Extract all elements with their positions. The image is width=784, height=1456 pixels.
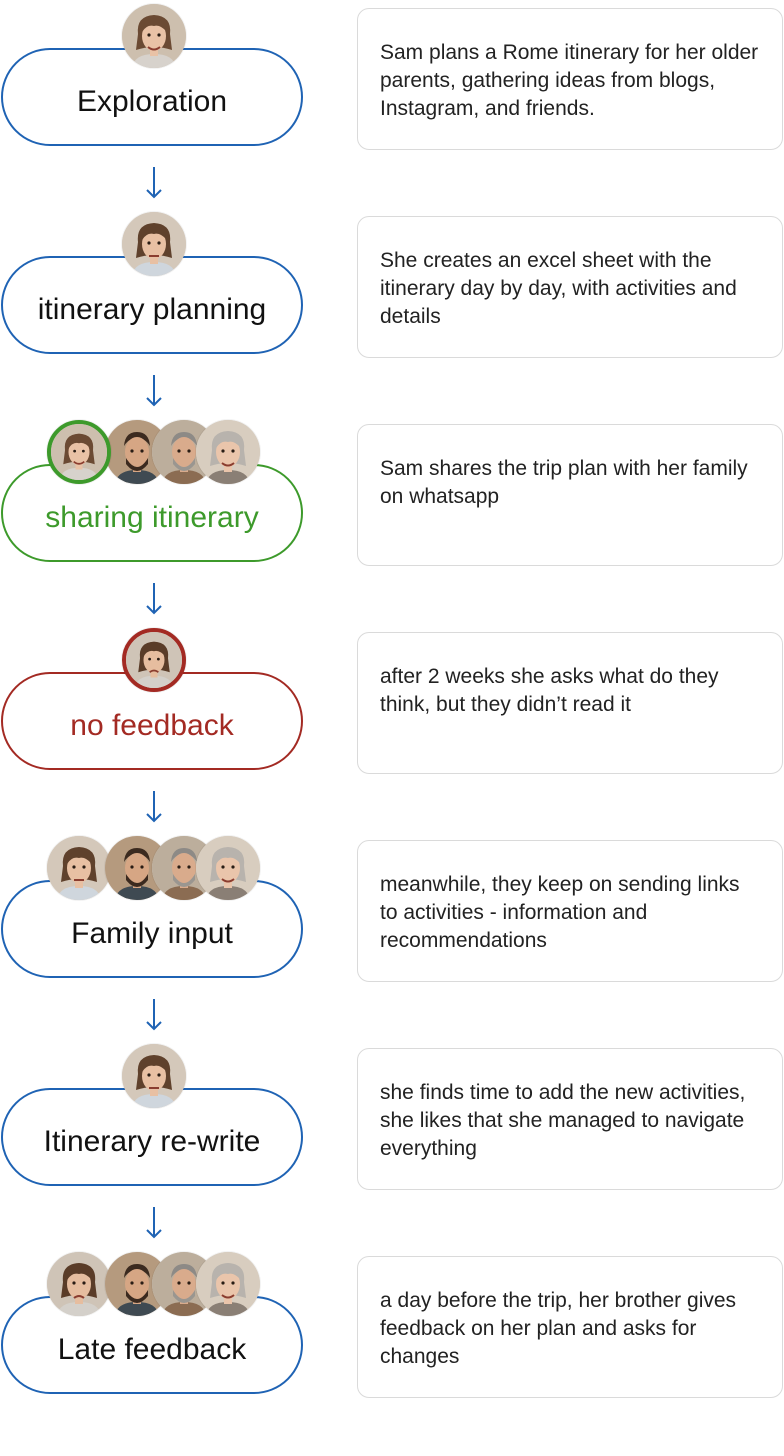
step-label: sharing itinerary <box>45 501 259 534</box>
journey-step: Exploration Sam plans a Rome itinerary f… <box>0 4 784 208</box>
avatar-group <box>0 628 310 698</box>
step-pill: Late feedback <box>1 1296 303 1394</box>
step-description: meanwhile, they keep on sending links to… <box>380 873 740 952</box>
step-pill: sharing itinerary <box>1 464 303 562</box>
avatar-group <box>0 212 310 282</box>
step-label: Exploration <box>76 85 228 118</box>
arrow-down-icon <box>145 166 163 200</box>
step-description: after 2 weeks she asks what do they thin… <box>380 665 719 716</box>
step-label: Family input <box>71 917 233 950</box>
avatar-sam-upset <box>47 1252 111 1316</box>
step-pill: Family input <box>1 880 303 978</box>
step-description: She creates an excel sheet with the itin… <box>380 249 737 328</box>
avatar-mother <box>196 420 260 484</box>
arrow-down-icon <box>145 374 163 408</box>
arrow-down-icon <box>145 998 163 1032</box>
arrow-down-icon <box>145 582 163 616</box>
step-description-card: she finds time to add the new activities… <box>357 1048 783 1190</box>
step-label: Itinerary re-write <box>43 1125 261 1158</box>
journey-step: sharing itinerary <box>0 420 784 624</box>
avatar-sam-happy <box>122 4 186 68</box>
step-label: itinerary planning <box>37 293 267 326</box>
step-description-card: Sam shares the trip plan with her family… <box>357 424 783 566</box>
step-description-card: a day before the trip, her brother gives… <box>357 1256 783 1398</box>
step-description: a day before the trip, her brother gives… <box>380 1289 737 1368</box>
avatar-group <box>0 836 310 906</box>
journey-step: no feedback after 2 weeks she asks what … <box>0 628 784 832</box>
step-description: she finds time to add the new activities… <box>380 1081 746 1160</box>
avatar-sam-calm <box>47 836 111 900</box>
step-description: Sam plans a Rome itinerary for her older… <box>380 41 759 120</box>
step-description-card: She creates an excel sheet with the itin… <box>357 216 783 358</box>
avatar-sam-calm <box>122 1044 186 1108</box>
arrow-down-icon <box>145 1206 163 1240</box>
journey-step: itinerary planning She creates an excel … <box>0 212 784 416</box>
journey-step: Family input <box>0 836 784 1040</box>
step-description-card: after 2 weeks she asks what do they thin… <box>357 632 783 774</box>
step-description: Sam shares the trip plan with her family… <box>380 457 748 508</box>
avatar-group <box>0 4 310 74</box>
step-label: Late feedback <box>57 1333 247 1366</box>
journey-step: Itinerary re-write she finds time to add… <box>0 1044 784 1248</box>
step-label: no feedback <box>70 709 234 742</box>
avatar-mother <box>196 1252 260 1316</box>
avatar-sam-happy <box>47 420 111 484</box>
avatar-sam-upset <box>122 628 186 692</box>
avatar-group <box>0 420 310 490</box>
avatar-group <box>0 1252 310 1322</box>
avatar-mother <box>196 836 260 900</box>
arrow-down-icon <box>145 790 163 824</box>
avatar-group <box>0 1044 310 1114</box>
step-description-card: meanwhile, they keep on sending links to… <box>357 840 783 982</box>
avatar-sam-calm <box>122 212 186 276</box>
step-description-card: Sam plans a Rome itinerary for her older… <box>357 8 783 150</box>
journey-step: Late feedback <box>0 1252 784 1456</box>
